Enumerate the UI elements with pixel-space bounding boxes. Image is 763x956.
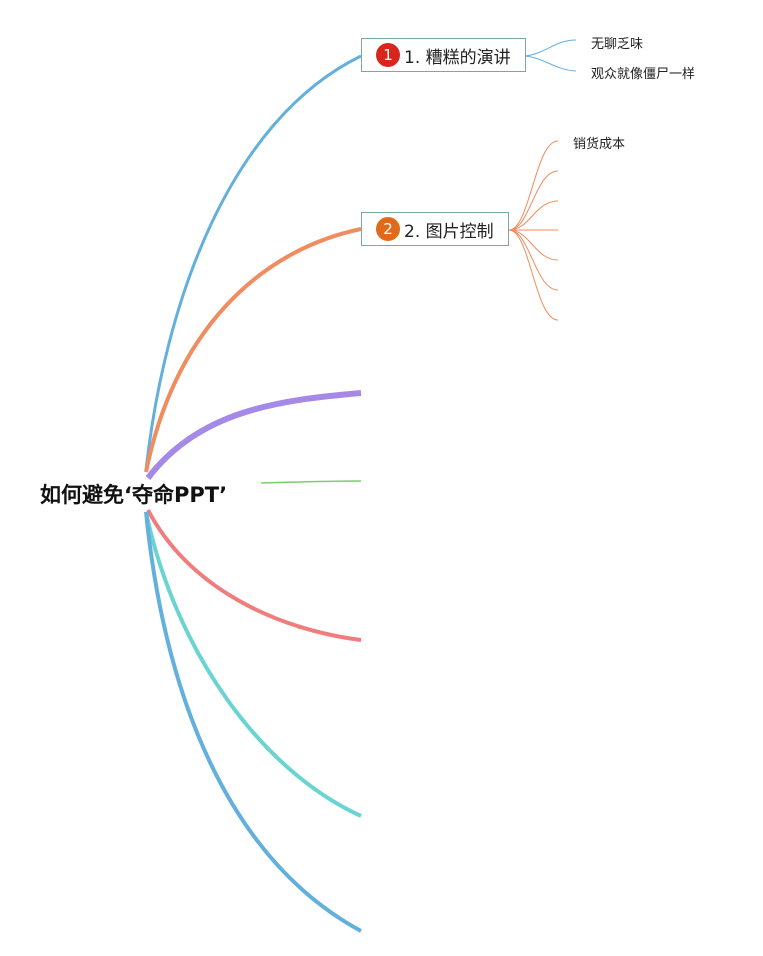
root-topic-label: 如何避免‘夺命PPT’ xyxy=(40,483,228,507)
topic-label: 1. 糟糕的演讲 xyxy=(404,47,511,68)
branch-1-connector xyxy=(144,54,362,471)
topic-label: 2. 图片控制 xyxy=(404,221,494,242)
leaf-connector xyxy=(524,55,577,72)
topic-node-1[interactable]: 1 1. 糟糕的演讲 xyxy=(361,38,526,72)
subtopic-boring[interactable]: 无聊乏味 xyxy=(591,37,644,52)
root-topic[interactable]: 如何避免‘夺命PPT’ xyxy=(40,481,227,509)
subtopic-zombie-audience[interactable]: 观众就像僵尸一样 xyxy=(591,67,696,82)
branch-4-connector xyxy=(260,480,362,484)
priority-1-icon: 1 xyxy=(376,43,400,67)
branch-2-leaf-connectors xyxy=(508,140,559,321)
branch-5-connector xyxy=(146,509,362,642)
branch-2-connector xyxy=(144,227,362,473)
leaf-connector xyxy=(524,39,577,57)
branch-7-connector xyxy=(144,511,362,933)
priority-2-icon: 2 xyxy=(376,217,400,241)
branch-6-connector xyxy=(144,511,362,818)
topic-node-2[interactable]: 2 2. 图片控制 xyxy=(361,212,509,246)
branch-3-connector xyxy=(145,390,362,480)
subtopic-cogs[interactable]: 销货成本 xyxy=(573,137,626,152)
